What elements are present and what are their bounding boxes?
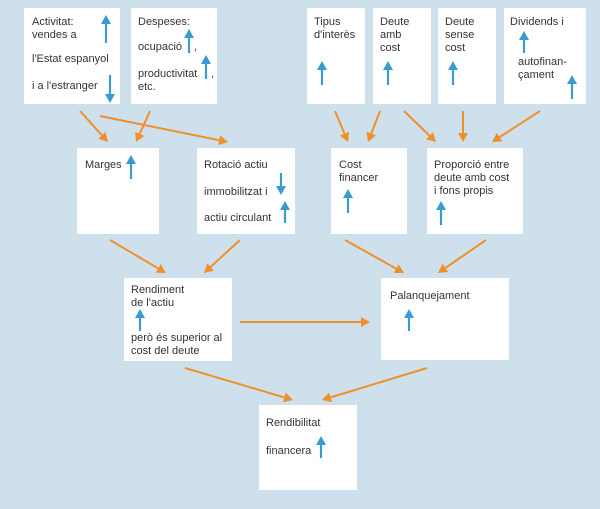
node-rotacio-label-2: immobilitzat i [204, 186, 268, 198]
node-activitat-label-3: i a l'estranger [32, 80, 98, 92]
node-tipus-interes: Tipus d'interès [307, 8, 365, 104]
up-arrow-icon [383, 61, 393, 85]
up-arrow-icon [448, 61, 458, 85]
node-deute-amb-cost: Deute amb cost [373, 8, 431, 104]
up-arrow-icon [126, 155, 136, 179]
node-rendiment-label-2: però és superior al cost del deute [131, 332, 223, 357]
connector-arrow [135, 110, 151, 142]
connector-arrow [344, 239, 404, 273]
connector-arrow [109, 239, 166, 273]
up-arrow-icon [101, 15, 111, 43]
node-rendiment-label-1: Rendiment de l'actiu [131, 284, 185, 309]
up-arrow-icon [135, 309, 145, 331]
node-deute-sense-cost: Deute sense cost [438, 8, 496, 104]
connector-arrow [458, 111, 468, 142]
node-activitat-label-2: l'Estat espanyol [32, 53, 109, 65]
node-despeses-label-3: productivitat [138, 68, 198, 80]
connector-arrow [438, 239, 487, 273]
node-despeses: Despeses: ocupació , productivitat , etc… [131, 8, 217, 104]
node-despeses-label-4: etc. [138, 81, 156, 93]
node-rendibilitat-label-2: financera [266, 445, 312, 457]
node-dividends-label-2: autofinan- çament [518, 56, 567, 81]
node-rendibilitat: Rendibilitat financera [259, 405, 357, 490]
node-marges: Marges [77, 148, 159, 234]
node-cost-financer-label: Cost financer [339, 159, 379, 184]
connector-arrow [79, 110, 108, 142]
up-arrow-icon [436, 201, 446, 225]
node-deute-amb-cost-label: Deute amb cost [380, 16, 410, 54]
connector-arrow [99, 115, 228, 146]
down-arrow-icon [276, 173, 286, 195]
node-deute-sense-cost-label: Deute sense cost [445, 16, 475, 54]
up-arrow-icon [519, 31, 529, 53]
node-marges-label: Marges [85, 159, 122, 171]
up-arrow-icon [201, 55, 211, 79]
node-proporcio-label: Proporció entre deute amb cost i fons pr… [434, 159, 510, 197]
up-arrow-icon [317, 61, 327, 85]
connector-arrow [334, 110, 350, 142]
node-palanquejament: Palanquejament [381, 278, 509, 360]
up-arrow-icon [184, 29, 194, 53]
node-dividends-label-1: Dividends i [510, 16, 564, 28]
connector-arrow [240, 317, 370, 327]
connector-arrow [204, 239, 241, 273]
node-rotacio-label-1: Rotació actiu [204, 159, 268, 171]
node-despeses-label-2: ocupació [138, 41, 183, 53]
node-dividends: Dividends i autofinan- çament [504, 8, 586, 104]
node-despeses-label-1: Despeses: [138, 16, 190, 28]
node-activitat-label-1: Activitat: vendes a [32, 16, 77, 41]
down-arrow-icon [105, 75, 115, 103]
connector-arrow [403, 110, 436, 142]
up-arrow-icon [316, 436, 326, 458]
up-arrow-icon [343, 189, 353, 213]
node-proporcio: Proporció entre deute amb cost i fons pr… [427, 148, 523, 234]
up-arrow-icon [567, 75, 577, 99]
up-arrow-icon [280, 201, 290, 223]
up-arrow-icon [404, 309, 414, 331]
node-rotacio-label-3: actiu circulant [204, 212, 272, 224]
node-despeses-label-3-comma: , [211, 68, 215, 80]
node-rendiment: Rendiment de l'actiu però és superior al… [124, 278, 232, 361]
node-rendibilitat-label-1: Rendibilitat [266, 417, 321, 429]
node-tipus-label: Tipus d'interès [314, 16, 356, 41]
node-despeses-label-2-comma: , [194, 41, 198, 53]
connector-arrow [184, 367, 293, 403]
connector-arrow [322, 367, 428, 403]
node-palanquejament-label: Palanquejament [390, 290, 470, 302]
node-activitat: Activitat: vendes a l'Estat espanyol i a… [24, 8, 120, 104]
node-rotacio: Rotació actiu immobilitzat i actiu circu… [197, 148, 295, 234]
connector-arrow [492, 110, 541, 142]
connector-arrow [366, 110, 381, 142]
node-cost-financer: Cost financer [331, 148, 407, 234]
